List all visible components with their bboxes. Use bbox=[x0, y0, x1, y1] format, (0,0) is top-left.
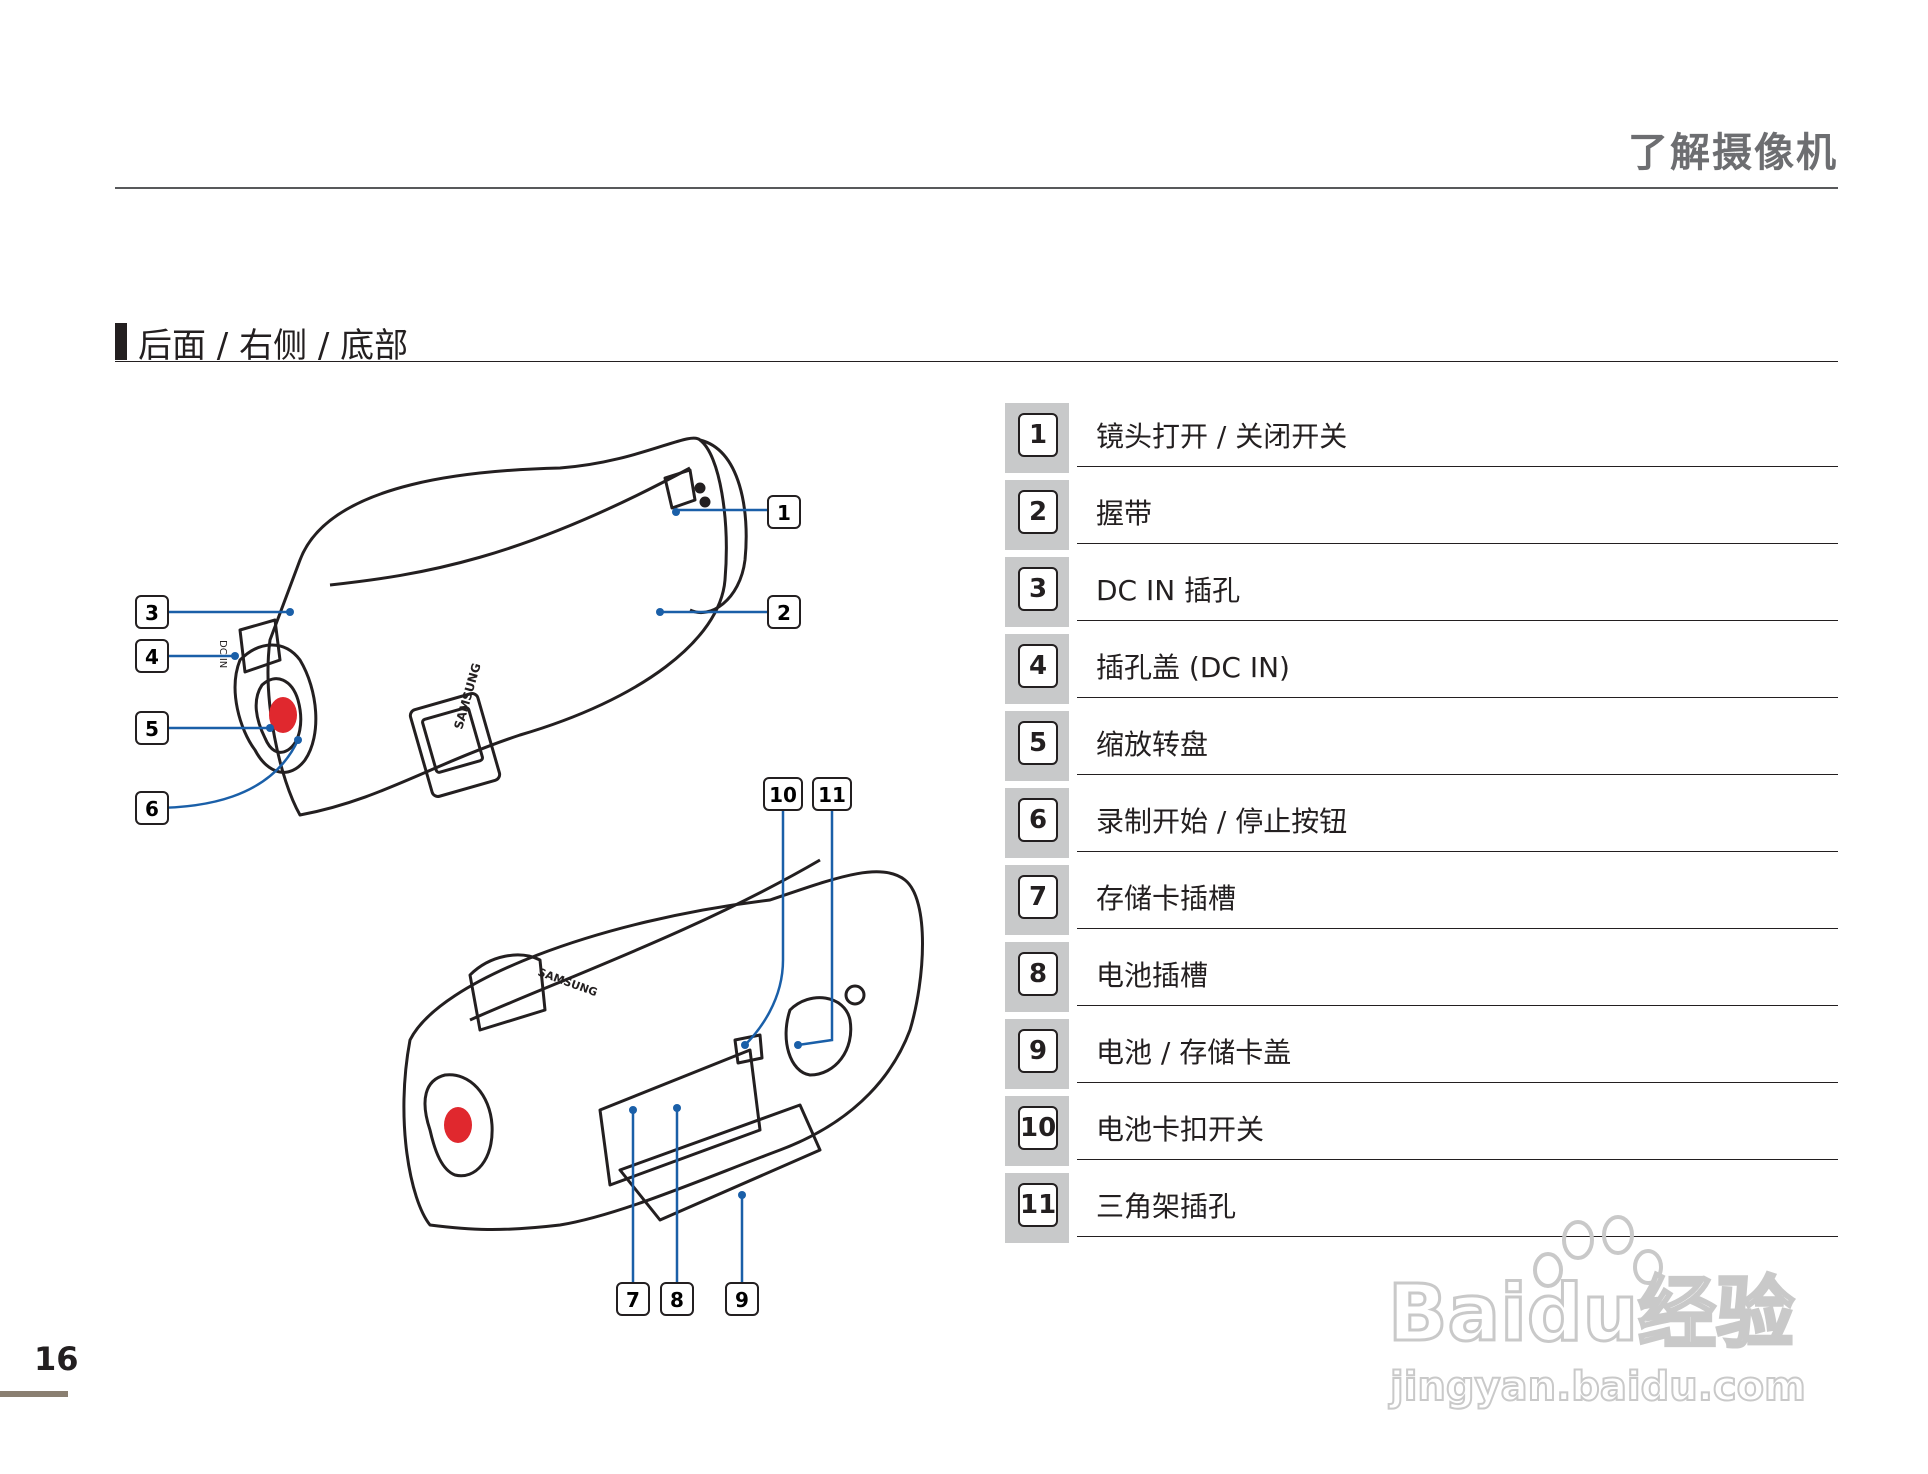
list-item: 1 镜头打开 / 关闭开关 bbox=[1005, 403, 1838, 480]
svg-text:6: 6 bbox=[145, 797, 159, 821]
svg-text:4: 4 bbox=[145, 645, 159, 669]
camera-bottom-view bbox=[402, 858, 924, 1231]
section-title: 后面 / 右侧 / 底部 bbox=[138, 326, 409, 366]
callout-1: 1 bbox=[767, 495, 801, 529]
svg-text:7: 7 bbox=[626, 1288, 640, 1312]
svg-text:5: 5 bbox=[145, 717, 159, 741]
svg-text:1: 1 bbox=[777, 501, 791, 525]
item-label: DC IN 插孔 bbox=[1096, 574, 1241, 607]
record-button-2 bbox=[444, 1107, 472, 1143]
item-number: 8 bbox=[1018, 952, 1058, 996]
item-label: 电池卡扣开关 bbox=[1096, 1113, 1265, 1146]
list-item: 5 缩放转盘 bbox=[1005, 711, 1838, 788]
page-number: 16 bbox=[34, 1340, 79, 1378]
chapter-title: 了解摄像机 bbox=[1628, 130, 1838, 176]
svg-text:3: 3 bbox=[145, 601, 159, 625]
svg-text:10: 10 bbox=[769, 783, 797, 807]
section-divider bbox=[115, 361, 1838, 362]
svg-text:11: 11 bbox=[818, 783, 846, 807]
section-marker bbox=[115, 323, 127, 360]
item-label: 镜头打开 / 关闭开关 bbox=[1096, 420, 1348, 453]
item-number: 6 bbox=[1018, 798, 1058, 842]
item-label: 存储卡插槽 bbox=[1096, 882, 1237, 915]
camera-rear-view bbox=[233, 436, 748, 817]
list-item: 4 插孔盖 (DC IN) bbox=[1005, 634, 1838, 711]
item-number: 7 bbox=[1018, 875, 1058, 919]
jack-label: DC IN bbox=[217, 640, 228, 668]
svg-text:9: 9 bbox=[735, 1288, 749, 1312]
watermark-brand: Baidu经验 bbox=[1388, 1269, 1794, 1359]
list-item: 3 DC IN 插孔 bbox=[1005, 557, 1838, 634]
item-number: 5 bbox=[1018, 721, 1058, 765]
record-button-1 bbox=[269, 697, 297, 733]
page-tab bbox=[0, 1391, 68, 1397]
watermark-url: jingyan.baidu.com bbox=[1388, 1364, 1806, 1410]
item-label: 三角架插孔 bbox=[1096, 1190, 1237, 1223]
item-number: 2 bbox=[1018, 490, 1058, 534]
camcorder-illustrations: SAMSUNG SAMSUNG DC IN 1 2 3 4 5 6 10 11 … bbox=[135, 436, 924, 1316]
item-label: 握带 bbox=[1096, 497, 1153, 530]
item-number: 3 bbox=[1018, 567, 1058, 611]
callout-5: 5 bbox=[135, 711, 169, 745]
callout-3: 3 bbox=[135, 595, 169, 629]
item-label: 插孔盖 (DC IN) bbox=[1096, 651, 1290, 684]
callout-2: 2 bbox=[767, 595, 801, 629]
list-item: 9 电池 / 存储卡盖 bbox=[1005, 1019, 1838, 1096]
callout-10: 10 bbox=[763, 777, 803, 811]
list-item: 6 录制开始 / 停止按钮 bbox=[1005, 788, 1838, 865]
item-label: 缩放转盘 bbox=[1096, 728, 1209, 761]
header-divider bbox=[115, 187, 1838, 189]
item-number: 10 bbox=[1018, 1106, 1058, 1150]
item-number: 4 bbox=[1018, 644, 1058, 688]
callout-9: 9 bbox=[725, 1282, 759, 1316]
svg-text:8: 8 bbox=[670, 1288, 684, 1312]
item-label: 电池 / 存储卡盖 bbox=[1096, 1036, 1292, 1069]
list-item: 2 握带 bbox=[1005, 480, 1838, 557]
list-item: 10 电池卡扣开关 bbox=[1005, 1096, 1838, 1173]
item-label: 电池插槽 bbox=[1096, 959, 1209, 992]
callout-8: 8 bbox=[660, 1282, 694, 1316]
list-item: 8 电池插槽 bbox=[1005, 942, 1838, 1019]
item-number: 11 bbox=[1018, 1183, 1058, 1227]
callout-4: 4 bbox=[135, 639, 169, 673]
list-item: 11 三角架插孔 bbox=[1005, 1173, 1838, 1250]
callout-7: 7 bbox=[616, 1282, 650, 1316]
svg-text:2: 2 bbox=[777, 601, 791, 625]
item-label: 录制开始 / 停止按钮 bbox=[1096, 805, 1348, 838]
item-number: 9 bbox=[1018, 1029, 1058, 1073]
callout-6: 6 bbox=[135, 791, 169, 825]
item-number: 1 bbox=[1018, 413, 1058, 457]
callout-11: 11 bbox=[812, 777, 852, 811]
list-item: 7 存储卡插槽 bbox=[1005, 865, 1838, 942]
